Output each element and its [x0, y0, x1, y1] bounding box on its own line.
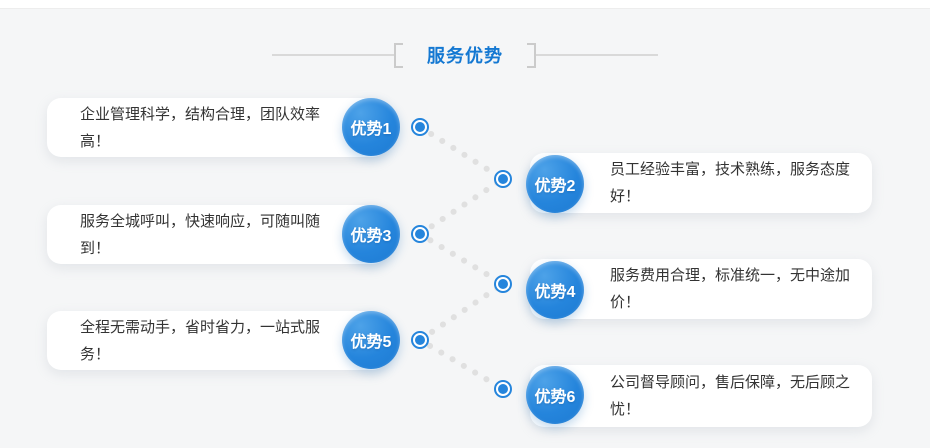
advantage-badge: 优势5 [342, 311, 400, 369]
connector-node-icon [411, 331, 429, 349]
advantage-text: 员工经验丰富，技术熟练，服务态度好！ [610, 161, 851, 205]
bracket-left-icon [394, 42, 403, 68]
advantage-card: 服务费用合理，标准统一，无中途加价！ [530, 259, 872, 319]
advantage-text: 全程无需动手，省时省力，一站式服务！ [80, 318, 321, 363]
header-line-left [272, 54, 394, 56]
advantage-card: 企业管理科学，结构合理，团队效率高！ [47, 98, 387, 157]
connector-node-icon [494, 170, 512, 188]
advantage-text: 服务全城呼叫，快速响应，可随叫随到！ [80, 212, 321, 257]
connector-node-icon [411, 118, 429, 136]
top-white-strip [0, 0, 930, 9]
advantage-card: 全程无需动手，省时省力，一站式服务！ [47, 311, 387, 370]
advantage-badge: 优势6 [526, 366, 584, 424]
advantage-badge: 优势4 [526, 261, 584, 319]
advantage-card: 服务全城呼叫，快速响应，可随叫随到！ [47, 205, 387, 264]
advantage-text: 企业管理科学，结构合理，团队效率高！ [80, 105, 321, 150]
advantage-badge: 优势3 [342, 205, 400, 263]
connector-node-icon [411, 225, 429, 243]
advantage-card: 公司督导顾问，售后保障，无后顾之忧！ [530, 365, 872, 427]
section-title: 服务优势 [427, 46, 503, 66]
advantage-text: 公司督导顾问，售后保障，无后顾之忧！ [610, 374, 851, 418]
advantage-text: 服务费用合理，标准统一，无中途加价！ [610, 267, 851, 311]
advantage-card: 员工经验丰富，技术熟练，服务态度好！ [530, 153, 872, 213]
advantage-badge: 优势1 [342, 98, 400, 156]
advantage-badge: 优势2 [526, 155, 584, 213]
bracket-right-icon [527, 42, 536, 68]
connector-node-icon [494, 380, 512, 398]
section-header: 服务优势 [0, 41, 930, 69]
header-line-right [536, 54, 658, 56]
connector-node-icon [494, 275, 512, 293]
